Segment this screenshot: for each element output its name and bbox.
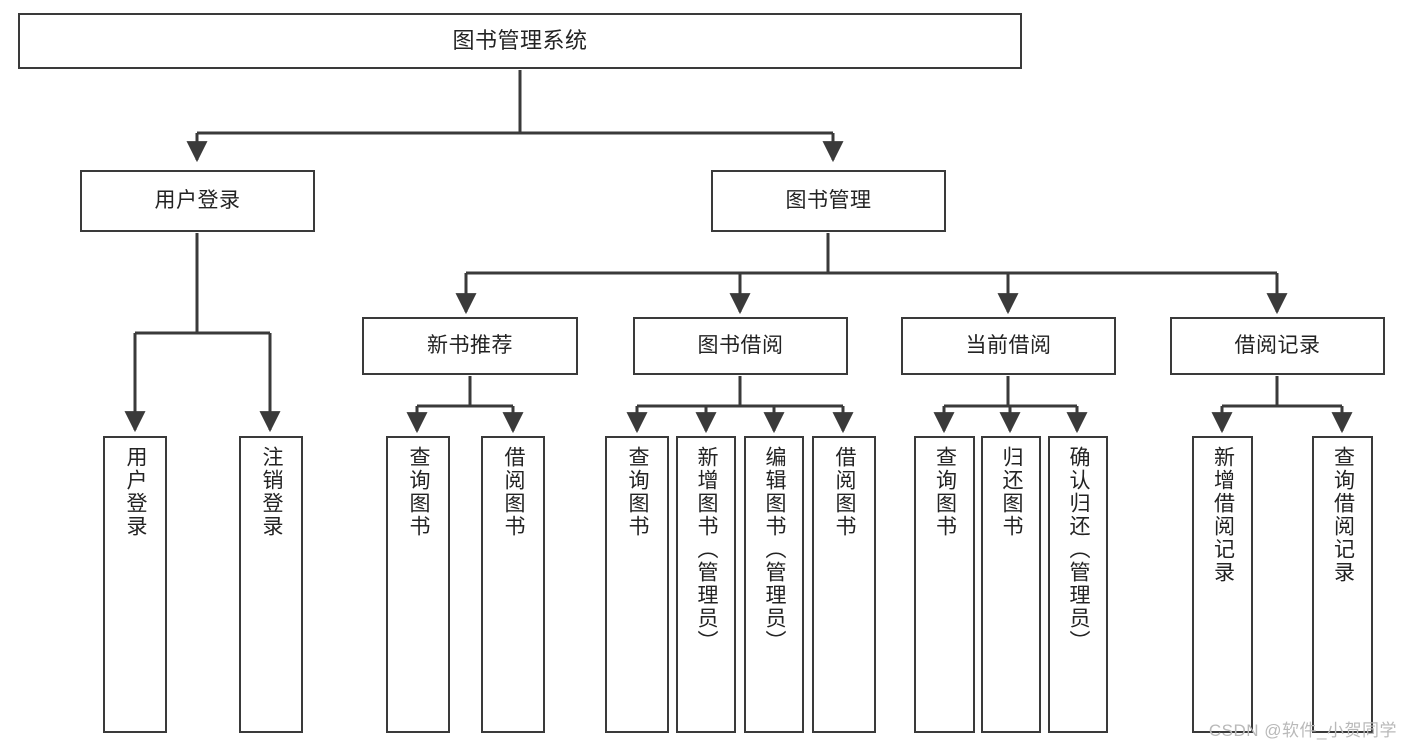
leaf-current-query-book[interactable]: 查询图书 <box>914 436 975 733</box>
leaf-query-borrow-record[interactable]: 查询借阅记录 <box>1312 436 1373 733</box>
node-current-borrow-label: 当前借阅 <box>965 333 1052 357</box>
leaf-borrow-edit-book[interactable]: 编辑图书（管理员） <box>744 436 804 733</box>
node-root-label: 图书管理系统 <box>452 28 588 54</box>
leaf-confirm-return[interactable]: 确认归还（管理员） <box>1048 436 1108 733</box>
leaf-borrow-edit-book-label: 编辑图书（管理员） <box>763 446 787 653</box>
leaf-return-book[interactable]: 归还图书 <box>981 436 1041 733</box>
leaf-borrow-query-book[interactable]: 查询图书 <box>605 436 669 733</box>
leaf-user-login-label: 用户登录 <box>124 446 148 538</box>
node-book-management[interactable]: 图书管理 <box>711 170 946 232</box>
node-new-book-recommend-label: 新书推荐 <box>427 333 513 357</box>
leaf-current-query-book-label: 查询图书 <box>933 446 957 538</box>
leaf-query-borrow-record-label: 查询借阅记录 <box>1331 446 1355 584</box>
leaf-user-logout[interactable]: 注销登录 <box>239 436 303 733</box>
leaf-add-borrow-record-label: 新增借阅记录 <box>1211 446 1235 584</box>
node-book-management-label: 图书管理 <box>785 188 872 212</box>
node-current-borrow[interactable]: 当前借阅 <box>901 317 1116 375</box>
leaf-borrow-add-book-label: 新增图书（管理员） <box>695 446 719 653</box>
leaf-borrow-query-book-label: 查询图书 <box>626 446 650 538</box>
leaf-borrow-book[interactable]: 借阅图书 <box>812 436 876 733</box>
leaf-return-book-label: 归还图书 <box>1000 446 1024 538</box>
node-book-borrow-label: 图书借阅 <box>697 333 784 357</box>
leaf-borrow-add-book[interactable]: 新增图书（管理员） <box>676 436 736 733</box>
leaf-new-books-query[interactable]: 查询图书 <box>386 436 450 733</box>
leaf-add-borrow-record[interactable]: 新增借阅记录 <box>1192 436 1253 733</box>
leaf-user-login[interactable]: 用户登录 <box>103 436 167 733</box>
leaf-user-logout-label: 注销登录 <box>260 446 284 538</box>
node-book-borrow[interactable]: 图书借阅 <box>633 317 848 375</box>
node-borrow-records[interactable]: 借阅记录 <box>1170 317 1385 375</box>
leaf-new-books-borrow-label: 借阅图书 <box>502 446 526 538</box>
node-new-book-recommend[interactable]: 新书推荐 <box>362 317 578 375</box>
leaf-new-books-borrow[interactable]: 借阅图书 <box>481 436 545 733</box>
node-borrow-records-label: 借阅记录 <box>1234 333 1321 357</box>
node-user-login[interactable]: 用户登录 <box>80 170 315 232</box>
node-root[interactable]: 图书管理系统 <box>18 13 1022 69</box>
watermark: CSDN @软件_小贺同学 <box>1208 721 1397 740</box>
node-user-login-label: 用户登录 <box>154 188 241 212</box>
leaf-confirm-return-label: 确认归还（管理员） <box>1067 446 1091 653</box>
leaf-borrow-book-label: 借阅图书 <box>833 446 857 538</box>
leaf-new-books-query-label: 查询图书 <box>407 446 431 538</box>
